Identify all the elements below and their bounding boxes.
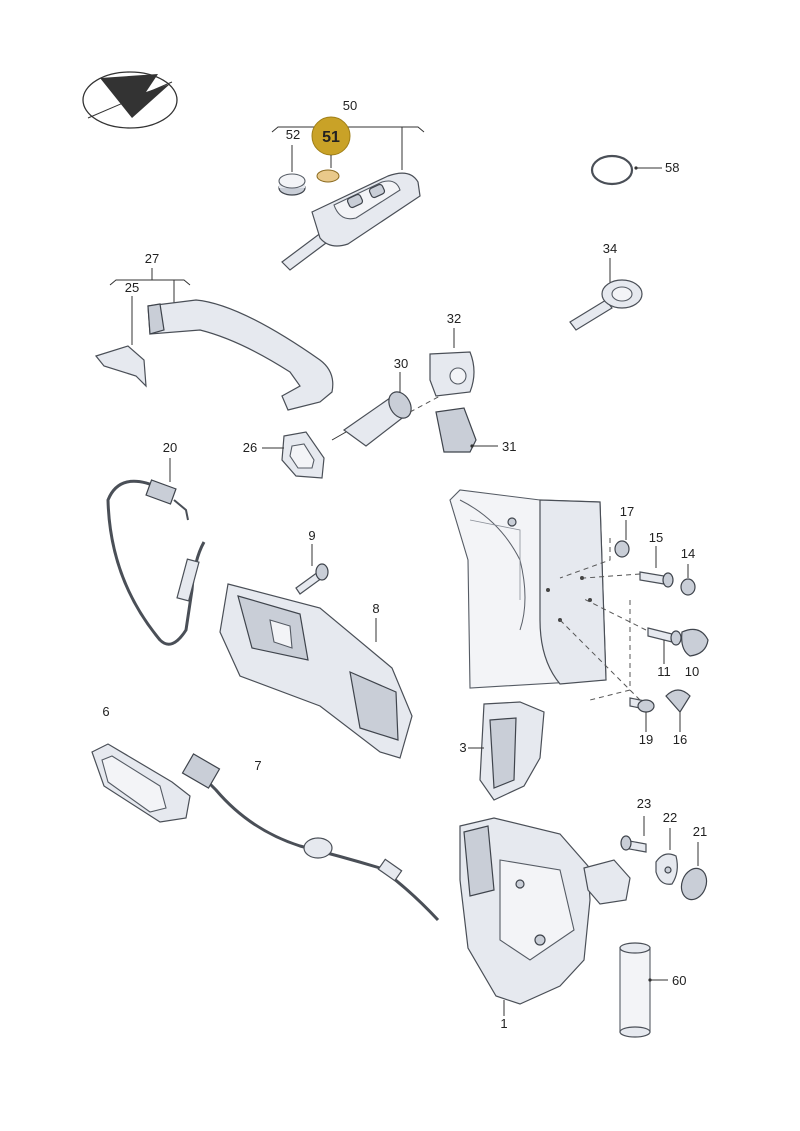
checkmark-arrow-logo bbox=[82, 71, 178, 129]
part-27-door-handle[interactable] bbox=[147, 299, 334, 411]
callout-34: 34 bbox=[603, 241, 617, 256]
callout-11: 11 bbox=[657, 664, 671, 679]
callout-32: 32 bbox=[447, 311, 461, 326]
part-34-key[interactable] bbox=[569, 258, 643, 331]
callout-60: 60 bbox=[672, 973, 686, 988]
callout-31: 31 bbox=[502, 439, 516, 454]
callout-16: 16 bbox=[673, 732, 687, 747]
part-30-lock-cylinder[interactable] bbox=[331, 372, 416, 447]
part-1-door-lock[interactable] bbox=[459, 817, 631, 1016]
callout-21: 21 bbox=[693, 824, 707, 839]
callout-17: 17 bbox=[620, 504, 634, 519]
callout-27: 27 bbox=[145, 251, 159, 266]
part-11-bolt[interactable] bbox=[647, 627, 682, 664]
dashed-guides bbox=[559, 538, 647, 701]
callout-26: 26 bbox=[243, 440, 257, 455]
callout-50: 50 bbox=[343, 98, 357, 113]
highlight-badge-label: 51 bbox=[322, 129, 340, 146]
part-15-bolt[interactable] bbox=[639, 546, 674, 588]
callout-30: 30 bbox=[394, 356, 408, 371]
part-6-interior-handle[interactable] bbox=[91, 743, 191, 823]
part-52-battery[interactable] bbox=[278, 173, 306, 196]
callout-6: 6 bbox=[102, 704, 109, 719]
door-frame-panel bbox=[449, 489, 607, 689]
part-3-bracket[interactable] bbox=[468, 701, 545, 801]
callout-15: 15 bbox=[649, 530, 663, 545]
part-50-remote-key[interactable] bbox=[281, 172, 421, 271]
part-31-trim[interactable] bbox=[409, 395, 498, 453]
part-51-seal-ring[interactable] bbox=[316, 169, 340, 183]
part-20-cable[interactable] bbox=[106, 458, 206, 646]
callout-7: 7 bbox=[254, 758, 261, 773]
part-22-plate[interactable] bbox=[655, 828, 678, 885]
part-58-o-ring[interactable] bbox=[590, 154, 662, 186]
part-19-screw[interactable] bbox=[629, 697, 655, 732]
part-10-cap[interactable] bbox=[681, 628, 709, 657]
callout-1: 1 bbox=[500, 1016, 507, 1031]
callout-14: 14 bbox=[681, 546, 695, 561]
part-9-screw[interactable] bbox=[295, 544, 329, 595]
callout-52: 52 bbox=[286, 127, 300, 142]
part-32-cap[interactable] bbox=[429, 328, 475, 397]
callout-3: 3 bbox=[459, 740, 466, 755]
callout-8: 8 bbox=[372, 601, 379, 616]
highlight-badge-51[interactable]: 51 bbox=[311, 116, 351, 156]
callout-22: 22 bbox=[663, 810, 677, 825]
part-14-cap[interactable] bbox=[680, 564, 696, 596]
callout-20: 20 bbox=[163, 440, 177, 455]
part-60-grease-can[interactable] bbox=[619, 942, 668, 1038]
callout-58: 58 bbox=[665, 160, 679, 175]
callout-25: 25 bbox=[125, 280, 139, 295]
callout-10: 10 bbox=[685, 664, 699, 679]
part-7-cable[interactable] bbox=[181, 753, 440, 922]
part-8-carrier[interactable] bbox=[219, 583, 413, 759]
callout-23: 23 bbox=[637, 796, 651, 811]
part-25-gasket[interactable] bbox=[94, 345, 147, 388]
part-16-clip[interactable] bbox=[665, 689, 691, 732]
part-26-gasket[interactable] bbox=[262, 431, 325, 479]
callout-19: 19 bbox=[639, 732, 653, 747]
callout-9: 9 bbox=[308, 528, 315, 543]
part-21-pad[interactable] bbox=[677, 842, 710, 903]
part-17-plug[interactable] bbox=[614, 520, 630, 558]
part-23-screw[interactable] bbox=[620, 816, 647, 853]
